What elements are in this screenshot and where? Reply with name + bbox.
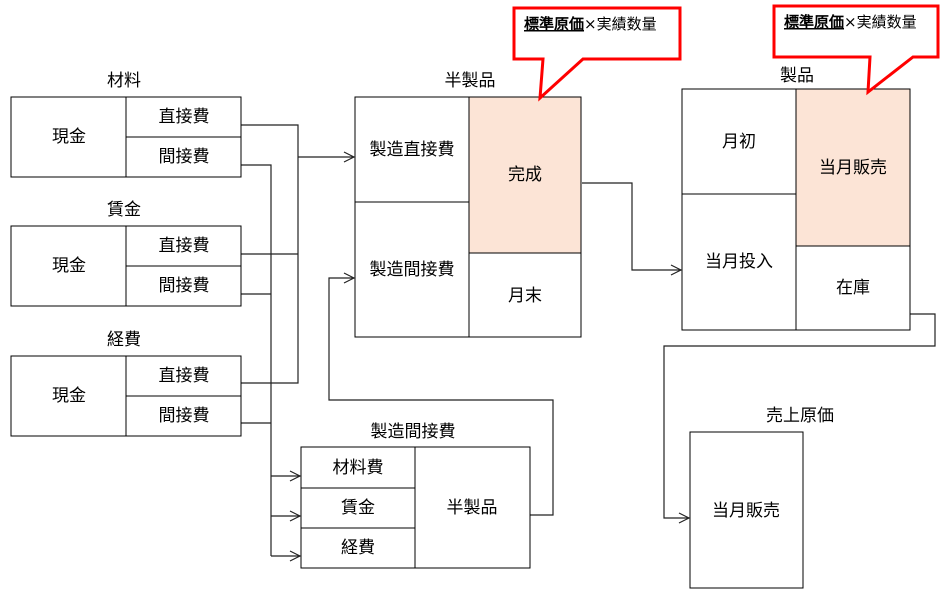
materials-title: 材料 xyxy=(107,71,141,91)
svg-text:標準原価×実績数量: 標準原価×実績数量 xyxy=(524,15,657,33)
svg-text:直接費: 直接費 xyxy=(159,366,210,386)
completed-arrow xyxy=(582,182,681,270)
svg-text:半製品: 半製品 xyxy=(447,498,498,518)
wip-account: 半製品 製造直接費 製造間接費 完成 月末 xyxy=(354,71,582,338)
callout-products: 標準原価×実績数量 xyxy=(772,4,940,96)
svg-text:在庫: 在庫 xyxy=(836,278,870,298)
svg-text:当月販売: 当月販売 xyxy=(819,158,887,178)
svg-text:完成: 完成 xyxy=(508,165,542,185)
cogs-account: 売上原価 当月販売 xyxy=(689,406,834,589)
svg-text:間接費: 間接費 xyxy=(159,406,210,426)
connectors xyxy=(241,124,936,556)
expenses-title: 経費 xyxy=(107,330,141,350)
labor-account: 賃金 現金 直接費 間接費 xyxy=(10,200,242,307)
svg-text:当月投入: 当月投入 xyxy=(705,252,773,272)
expenses-account: 経費 現金 直接費 間接費 xyxy=(10,330,242,437)
svg-text:標準原価×実績数量: 標準原価×実績数量 xyxy=(784,13,917,31)
products-account: 製品 月初 当月投入 当月販売 在庫 xyxy=(681,66,911,331)
svg-text:現金: 現金 xyxy=(52,127,86,147)
indirect-cost-line xyxy=(241,164,272,556)
labor-title: 賃金 xyxy=(107,200,141,220)
svg-text:間接費: 間接費 xyxy=(159,147,210,167)
svg-text:当月販売: 当月販売 xyxy=(712,501,780,521)
svg-text:現金: 現金 xyxy=(52,386,86,406)
overhead-account: 製造間接費 材料費 賃金 経費 半製品 xyxy=(300,422,531,569)
wip-title: 半製品 xyxy=(445,71,496,91)
svg-text:月初: 月初 xyxy=(722,132,756,152)
svg-text:製造直接費: 製造直接費 xyxy=(370,140,455,160)
cogs-title: 売上原価 xyxy=(766,406,834,426)
svg-text:賃金: 賃金 xyxy=(341,498,375,518)
callout-wip: 標準原価×実績数量 xyxy=(512,6,682,102)
svg-text:間接費: 間接費 xyxy=(159,276,210,296)
svg-text:月末: 月末 xyxy=(508,286,542,306)
svg-text:現金: 現金 xyxy=(52,256,86,276)
svg-text:直接費: 直接費 xyxy=(159,236,210,256)
overhead-allocation-arrow xyxy=(328,278,554,516)
overhead-title: 製造間接費 xyxy=(371,422,456,442)
sales-arrow xyxy=(663,313,936,518)
svg-text:材料費: 材料費 xyxy=(333,458,384,478)
products-title: 製品 xyxy=(780,66,814,86)
svg-text:直接費: 直接費 xyxy=(159,107,210,127)
svg-text:経費: 経費 xyxy=(341,538,375,558)
svg-text:製造間接費: 製造間接費 xyxy=(370,260,455,280)
materials-account: 材料 現金 直接費 間接費 xyxy=(10,71,242,178)
